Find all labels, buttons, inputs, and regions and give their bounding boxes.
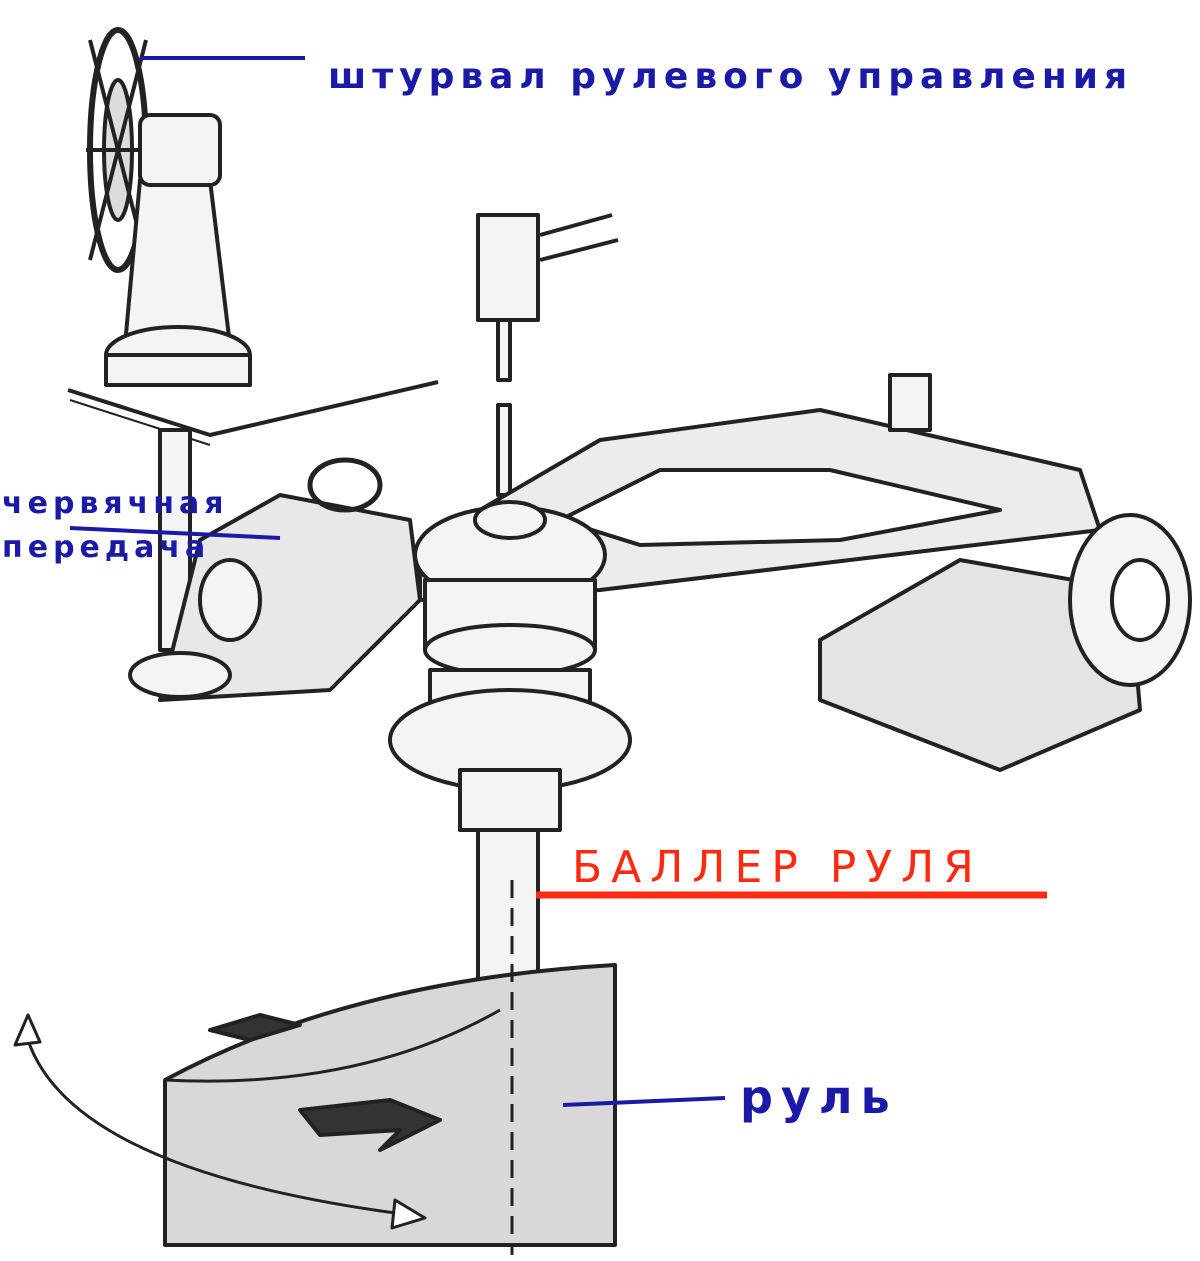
- label-rudder-stock: БАЛЛЕР РУЛЯ: [572, 842, 983, 893]
- rudder-carrier-drawing: [388, 578, 632, 832]
- rudder-stock-drawing: [476, 828, 540, 997]
- motor-drawing: [818, 513, 1192, 772]
- label-rudder: руль: [740, 1070, 898, 1124]
- rotation-arrow: [23, 1029, 411, 1217]
- leader-rudder: [562, 1096, 726, 1107]
- label-worm-gear-line2: передача: [2, 530, 211, 565]
- label-steering-wheel: штурвал рулевого управления: [328, 56, 1134, 97]
- tiller-drawing: [413, 373, 1102, 605]
- rudder-blade-drawing: [163, 880, 617, 1255]
- steering-wheel-drawing: [86, 27, 252, 387]
- label-worm-gear-line1: червячная: [2, 486, 229, 521]
- leader-worm-gear: [69, 526, 281, 540]
